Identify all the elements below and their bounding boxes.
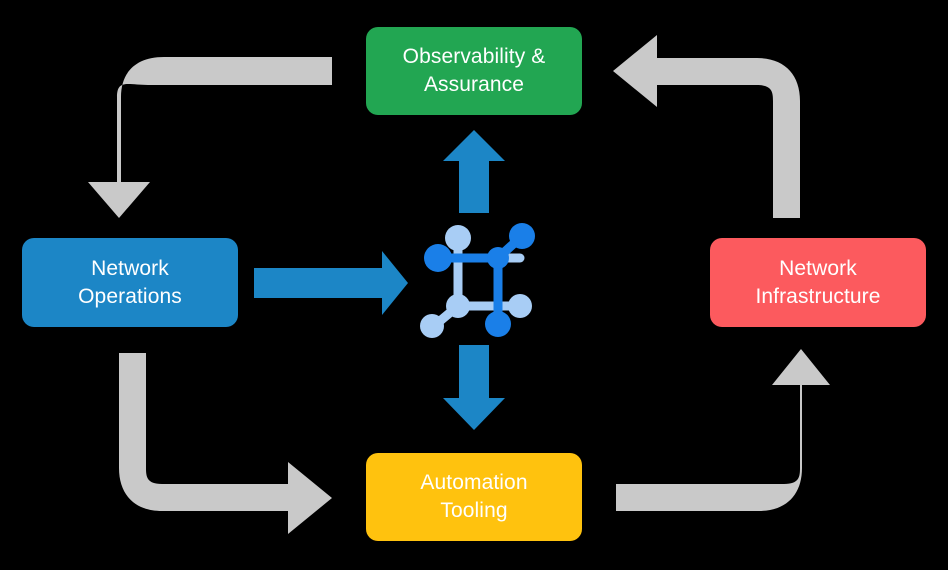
topology-nodes	[420, 223, 535, 338]
node-infrastructure-label: Network Infrastructure	[755, 256, 881, 308]
arrow-infrastructure-to-observability	[613, 35, 800, 218]
node-automation-tooling[interactable]: Automation Tooling	[366, 453, 582, 541]
arrow-observability-to-operations	[88, 57, 332, 218]
arrow-operations-to-automation	[119, 353, 332, 534]
node-observability-assurance[interactable]: Observability & Assurance	[366, 27, 582, 115]
arrow-automation-to-infrastructure	[616, 349, 830, 511]
node-operations-label: Network Operations	[78, 256, 182, 308]
network-topology-icon	[420, 223, 535, 338]
node-observability-label: Observability & Assurance	[402, 45, 546, 96]
node-network-infrastructure[interactable]: Network Infrastructure	[710, 238, 926, 327]
node-network-operations[interactable]: Network Operations	[22, 238, 238, 327]
arrow-center-to-observability	[443, 130, 505, 213]
arrow-center-to-automation	[443, 345, 505, 430]
arrow-operations-to-center	[254, 251, 408, 315]
node-automation-label: Automation Tooling	[420, 471, 528, 522]
